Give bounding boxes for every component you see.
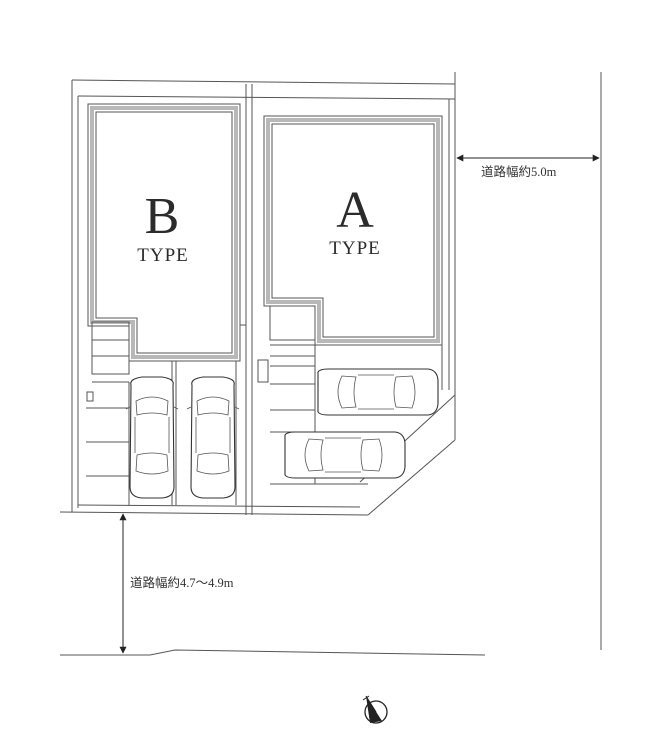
east-road-dimension: 道路幅約5.0m <box>456 154 600 179</box>
north-arrow-icon <box>362 695 388 724</box>
east-road-width-label: 道路幅約5.0m <box>481 164 557 179</box>
car-icon <box>125 376 179 499</box>
lot-b: B TYPE <box>86 103 246 505</box>
lot-a-type-label: TYPE <box>329 238 381 259</box>
lot-a: A TYPE <box>257 115 443 485</box>
car-icon <box>186 376 240 499</box>
south-road-width-label: 道路幅約4.7〜4.9m <box>130 575 234 590</box>
site-boundary <box>59 72 602 656</box>
car-icon <box>317 368 439 416</box>
south-road-dimension: 道路幅約4.7〜4.9m <box>119 513 234 654</box>
lot-b-type-label: TYPE <box>137 245 189 266</box>
lot-a-letter: A <box>336 182 374 239</box>
car-icon <box>284 431 406 479</box>
lot-b-letter: B <box>145 188 180 245</box>
